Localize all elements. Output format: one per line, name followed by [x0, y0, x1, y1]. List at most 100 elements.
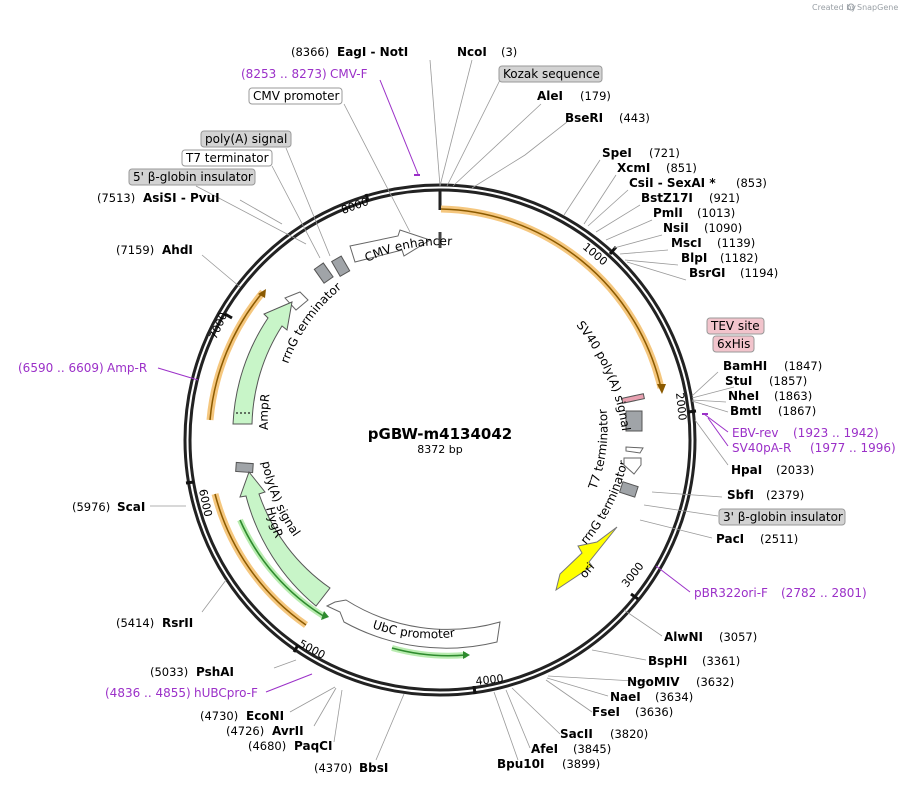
tick-label-4000: 4000 [475, 672, 504, 688]
tick-5000 [292, 644, 300, 653]
leader-alei [452, 103, 542, 187]
site-alwni: AlwNI(3057) [664, 630, 757, 644]
leader-paci [639, 519, 713, 539]
svg-text:(2379): (2379) [766, 488, 804, 502]
site-bamhi: BamHI(1847) [723, 359, 822, 373]
svg-text:Kozak sequence: Kozak sequence [503, 67, 600, 81]
svg-text:TEV site: TEV site [710, 319, 760, 333]
cmv-enhancer-label: CMV enhancer [362, 234, 452, 265]
leader-kozak [446, 79, 501, 187]
orf-arc-lower-left-line [214, 493, 307, 626]
site-blpi: BlpI(1182) [681, 251, 758, 265]
svg-text:AleI: AleI [537, 89, 563, 103]
site-sbfi: SbfI(2379) [727, 488, 804, 502]
tick-7000 [224, 312, 233, 320]
leader-bbsi [375, 693, 405, 761]
leader-globin-l [195, 185, 307, 245]
leader-t7-l [271, 165, 321, 259]
svg-text:AhdI: AhdI [162, 243, 193, 257]
tick-2000 [687, 409, 697, 414]
site-afei: AfeI(3845) [531, 742, 611, 756]
leader-avrii [313, 687, 337, 727]
svg-text:(3845): (3845) [573, 742, 611, 756]
svg-text:CsiI - SexAI *: CsiI - SexAI * [629, 176, 716, 190]
hygr-arrow [239, 470, 331, 607]
svg-text:SV40pA-R: SV40pA-R [732, 441, 791, 455]
box-polya-signal: poly(A) signal [200, 130, 292, 148]
cmv-enhancer-arrow [349, 229, 432, 263]
leader-pshai [273, 659, 297, 669]
primer-ebvrev: EBV-rev(1923 .. 1942) [732, 426, 879, 440]
site-sacii: SacII(3820) [560, 727, 648, 741]
leader-asisi [239, 199, 283, 225]
leader-xcmi [583, 174, 617, 225]
site-hpai: HpaI(2033) [731, 463, 814, 477]
svg-text:(851): (851) [666, 161, 697, 175]
svg-text:(1013): (1013) [697, 206, 735, 220]
svg-text:BbsI: BbsI [359, 761, 388, 775]
leader-eagi [429, 59, 441, 187]
orf-arc-upper-left-line [209, 291, 264, 421]
svg-text:(1194): (1194) [740, 266, 778, 280]
green-arc-left-head [321, 611, 329, 620]
svg-text:XcmI: XcmI [617, 161, 650, 175]
svg-text:(8366): (8366) [291, 45, 329, 59]
site-econi: (4730)EcoNI [200, 709, 284, 723]
leader-globin-r [643, 504, 719, 517]
svg-text:(4836 .. 4855): (4836 .. 4855) [105, 686, 191, 700]
svg-text:(4726): (4726) [226, 724, 264, 738]
t7-terminator-right-arrow [623, 457, 642, 475]
tick-label-5000: 5000 [297, 637, 328, 662]
site-nsii: NsiI(1090) [663, 221, 742, 235]
site-bseri: BseRI(443) [565, 111, 650, 125]
orf-arc-upper-left-head [258, 289, 266, 298]
primer-sv40par: SV40pA-R(1977 .. 1996) [732, 441, 896, 455]
svg-text:PacI: PacI [716, 532, 744, 546]
ori-arrow [555, 526, 618, 592]
box-3-globin-insulator: 3' β-globin insulator [718, 508, 846, 526]
leader-sacii [511, 687, 561, 735]
site-fsei: FseI(3636) [592, 705, 673, 719]
tick-label-8000: 8000 [340, 195, 371, 217]
svg-text:(921): (921) [709, 191, 740, 205]
leader-bsrgi [626, 261, 687, 281]
leader-afei [505, 689, 531, 749]
svg-text:EagI - NotI: EagI - NotI [337, 45, 408, 59]
svg-text:T7 terminator: T7 terminator [185, 151, 269, 165]
tick-6000 [185, 480, 195, 485]
leader-fsei [545, 679, 593, 713]
primer-cmvf: (8253 .. 8273)CMV-F [241, 67, 368, 81]
leader-naei [546, 677, 609, 697]
svg-text:AlwNI: AlwNI [664, 630, 703, 644]
leader-alwni [623, 609, 663, 637]
leader-bsphi [591, 649, 647, 661]
site-labels: NcoI(3) AleI(179) BseRI(443) SpeI(721) X… [72, 45, 822, 775]
site-ncoi: NcoI(3) [457, 45, 517, 59]
site-bmti: BmtI(1867) [730, 404, 816, 418]
site-ahdi: (7159)AhdI [116, 243, 193, 257]
leader-cmv-promoter [343, 103, 411, 233]
svg-text:CMV promoter: CMV promoter [253, 89, 340, 103]
svg-text:(3634): (3634) [655, 690, 693, 704]
svg-text:AsiSI - PvuI: AsiSI - PvuI [143, 191, 220, 205]
leader-polya-l [285, 147, 331, 257]
site-alei: AleI(179) [537, 89, 611, 103]
site-xcmi: XcmI (851) [617, 161, 697, 175]
site-paqci: (4680)PaqCI [248, 739, 332, 753]
svg-text:(4730): (4730) [200, 709, 238, 723]
svg-text:(5033): (5033) [150, 665, 188, 679]
credit-brand: SnapGene [857, 3, 898, 12]
site-csii: CsiI - SexAI *(853) [629, 176, 767, 190]
primer-pbr322orif: pBR322ori-F(2782 .. 2801) [694, 586, 867, 600]
polya-box-left [235, 461, 254, 474]
leader-bseri [471, 121, 568, 189]
box-kozak: Kozak sequence [498, 65, 603, 83]
leader-spei [563, 159, 601, 216]
leader-stui [691, 386, 735, 399]
svg-text:(3): (3) [501, 45, 517, 59]
plasmid-name: pGBW-m4134042 [368, 425, 512, 443]
site-msci: MscI(1139) [671, 236, 755, 250]
green-arc-bottom-line [391, 647, 467, 657]
svg-text:poly(A) signal: poly(A) signal [205, 132, 287, 146]
svg-text:Bpu10I: Bpu10I [497, 757, 544, 771]
